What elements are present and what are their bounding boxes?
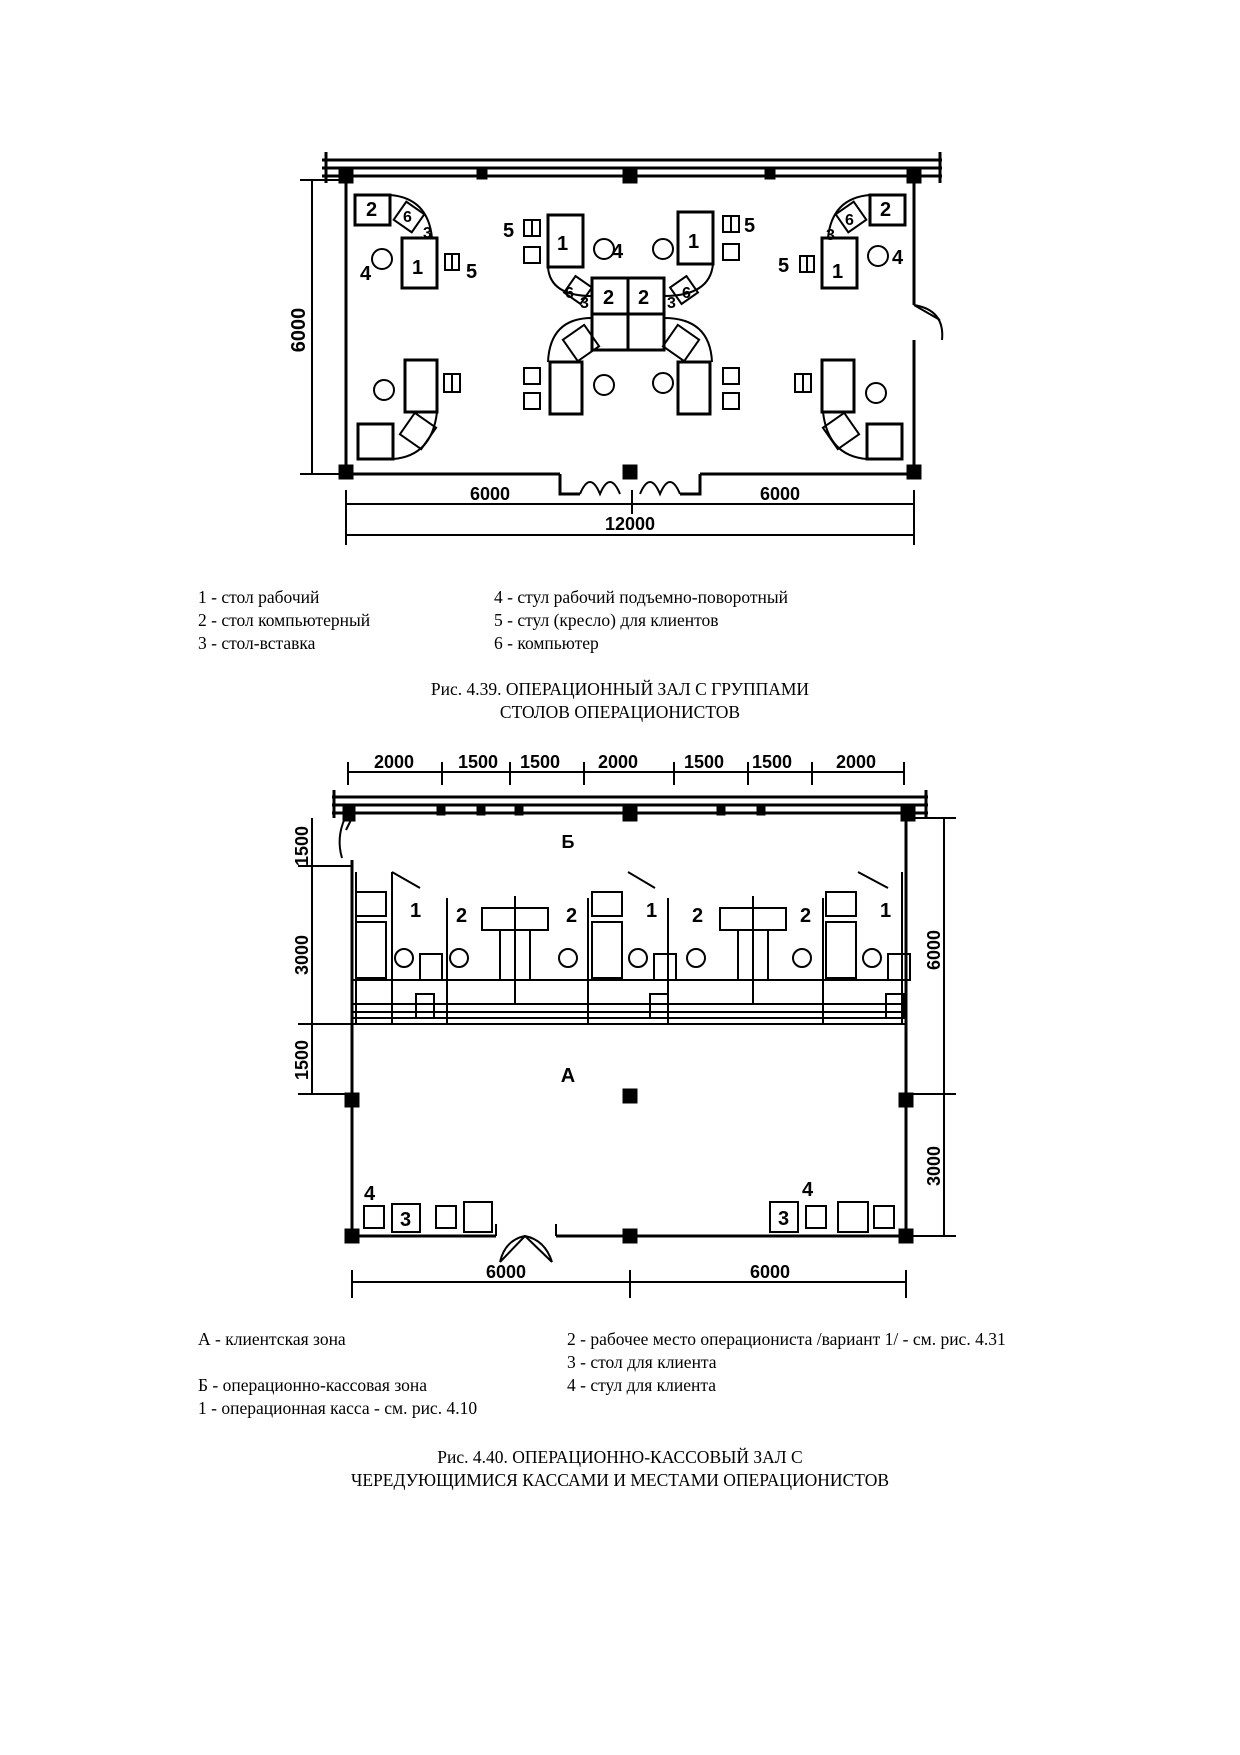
- mark-2: 2: [880, 199, 891, 221]
- figure1-caption: Рис. 4.39. ОПЕРАЦИОННЫЙ ЗАЛ С ГРУППАМИ С…: [0, 678, 1240, 724]
- dim-right-1: 6000: [924, 930, 944, 970]
- mark-6: 6: [403, 209, 412, 226]
- mark-4: 4: [364, 1183, 376, 1205]
- legend-item: 4 - стул рабочий подъемно-поворотный: [494, 587, 788, 607]
- mark-3: 3: [400, 1209, 411, 1231]
- dim-right: 6000: [760, 484, 800, 504]
- mark-4: 4: [892, 247, 904, 269]
- dim-total: 12000: [605, 514, 655, 534]
- dim-top-5: 1500: [684, 752, 724, 772]
- mark-6: 6: [845, 212, 854, 229]
- dim-left: 6000: [470, 484, 510, 504]
- mark-3: 3: [778, 1208, 789, 1230]
- figure2-legend-left: А - клиентская зона Б - операционно-касс…: [198, 1328, 477, 1420]
- legend-item: 2 - стол компьютерный: [198, 610, 371, 630]
- caption-line: СТОЛОВ ОПЕРАЦИОНИСТОВ: [499, 702, 741, 722]
- mark-3: 3: [423, 225, 432, 242]
- mark-6: 6: [682, 285, 691, 302]
- mark-1: 1: [557, 233, 568, 255]
- dim-top-3: 1500: [520, 752, 560, 772]
- caption-line: Рис. 4.40. ОПЕРАЦИОННО-КАССОВЫЙ ЗАЛ С: [437, 1447, 803, 1467]
- dim-top-7: 2000: [836, 752, 876, 772]
- figure1-legend-right: 4 - стул рабочий подъемно-поворотный 5 -…: [494, 586, 788, 655]
- mark-1: 1: [832, 261, 843, 283]
- mark-3: 3: [580, 295, 589, 312]
- dim-bottom-2: 6000: [750, 1262, 790, 1282]
- mark-2: 2: [603, 287, 614, 309]
- legend-item: 6 - компьютер: [494, 633, 599, 653]
- mark-5: 5: [744, 215, 755, 237]
- mark-1: 1: [412, 257, 423, 279]
- caption-line: Рис. 4.39. ОПЕРАЦИОННЫЙ ЗАЛ С ГРУППАМИ: [430, 679, 810, 699]
- dim-right-2: 3000: [924, 1146, 944, 1186]
- dim-left-1: 1500: [292, 826, 312, 866]
- figure1-legend-left: 1 - стол рабочий 2 - стол компьютерный 3…: [198, 586, 370, 655]
- mark-4: 4: [612, 241, 624, 263]
- mark-3: 3: [826, 227, 835, 244]
- dim-left-2: 3000: [292, 935, 312, 975]
- dim-height: 6000: [288, 308, 310, 353]
- mark-2: 2: [638, 287, 649, 309]
- mark-4: 4: [360, 263, 372, 285]
- dim-top-4: 2000: [598, 752, 638, 772]
- mark-5: 5: [778, 255, 789, 277]
- dim-bottom-1: 6000: [486, 1262, 526, 1282]
- caption-line: ЧЕРЕДУЮЩИМИСЯ КАССАМИ И МЕСТАМИ ОПЕРАЦИО…: [350, 1470, 890, 1490]
- legend-item: 4 - стул для клиента: [567, 1375, 717, 1395]
- mark-1: 1: [646, 900, 657, 922]
- mark-6: 6: [565, 285, 574, 302]
- legend-item: Б - операционно-кассовая зона: [198, 1375, 428, 1395]
- mark-2: 2: [692, 905, 703, 927]
- legend-item: 2 - рабочее место операциониста /вариант…: [567, 1329, 1006, 1349]
- dim-top-2: 1500: [458, 752, 498, 772]
- figure2-legend-right: 2 - рабочее место операциониста /вариант…: [567, 1328, 1067, 1397]
- mark-2: 2: [566, 905, 577, 927]
- mark-5: 5: [503, 220, 514, 242]
- mark-1: 1: [880, 900, 891, 922]
- mark-5: 5: [466, 261, 477, 283]
- mark-2: 2: [456, 905, 467, 927]
- legend-item: 3 - стол-вставка: [198, 633, 316, 653]
- legend-item: 1 - операционная касса - см. рис. 4.10: [198, 1398, 478, 1418]
- zone-b-label: Б: [562, 832, 575, 852]
- mark-4: 4: [802, 1179, 814, 1201]
- mark-1: 1: [688, 231, 699, 253]
- legend-item: 3 - стол для клиента: [567, 1352, 717, 1372]
- dim-left-3: 1500: [292, 1040, 312, 1080]
- mark-2: 2: [366, 199, 377, 221]
- legend-item: А - клиентская зона: [198, 1329, 346, 1349]
- dim-top-6: 1500: [752, 752, 792, 772]
- dim-top-1: 2000: [374, 752, 414, 772]
- mark-3: 3: [667, 295, 676, 312]
- mark-2: 2: [800, 905, 811, 927]
- zone-a-label: А: [561, 1065, 575, 1087]
- figure2-caption: Рис. 4.40. ОПЕРАЦИОННО-КАССОВЫЙ ЗАЛ С ЧЕ…: [0, 1446, 1240, 1492]
- legend-item: 5 - стул (кресло) для клиентов: [494, 610, 719, 630]
- mark-1: 1: [410, 900, 421, 922]
- legend-item: 1 - стол рабочий: [198, 587, 320, 607]
- legend-item: [198, 1351, 477, 1374]
